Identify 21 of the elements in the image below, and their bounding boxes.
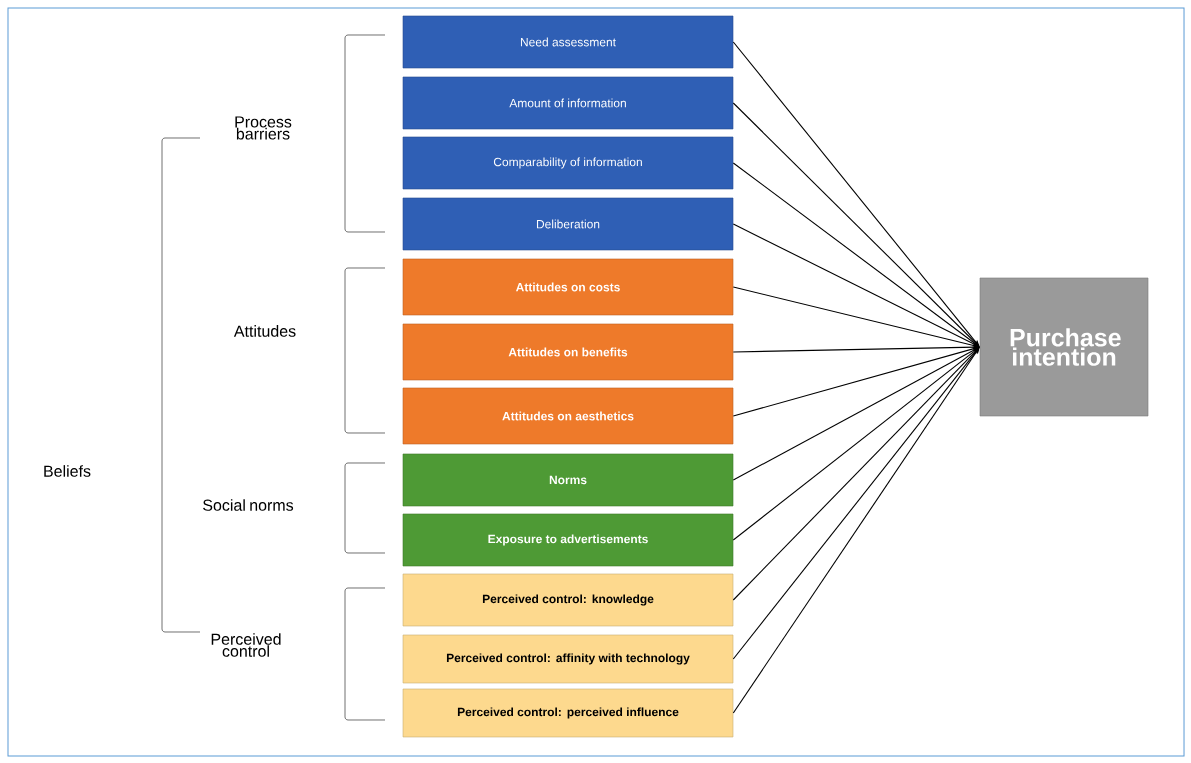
factor-box: Perceived control: affinity with technology [402,634,734,684]
factor-box: Perceived control: perceived influence [402,688,734,738]
group-label: Perceived control [211,633,281,657]
factor-box: Amount of information [402,76,734,130]
connector-line [732,347,980,601]
factor-box: Perceived control: knowledge [402,573,734,627]
factor-box: Deliberation [402,197,734,251]
factor-box: Need assessment [402,15,734,69]
factor-box: Comparability of information [402,136,734,190]
group-label: Process barriers [235,116,292,140]
factor-box: Norms [402,453,734,507]
group-label: Attitudes [233,325,296,337]
factor-box: Attitudes on aesthetics [402,387,734,445]
factor-box: Exposure to advertisements [402,513,734,567]
factor-box: Attitudes on benefits [402,323,734,381]
connector-line [732,102,980,347]
connector-line [732,41,980,347]
factor-box: Attitudes on costs [402,258,734,316]
group-label: Beliefs [44,465,91,477]
group-label: Social norms [203,499,294,511]
result-box: Purchase intention [979,277,1149,417]
